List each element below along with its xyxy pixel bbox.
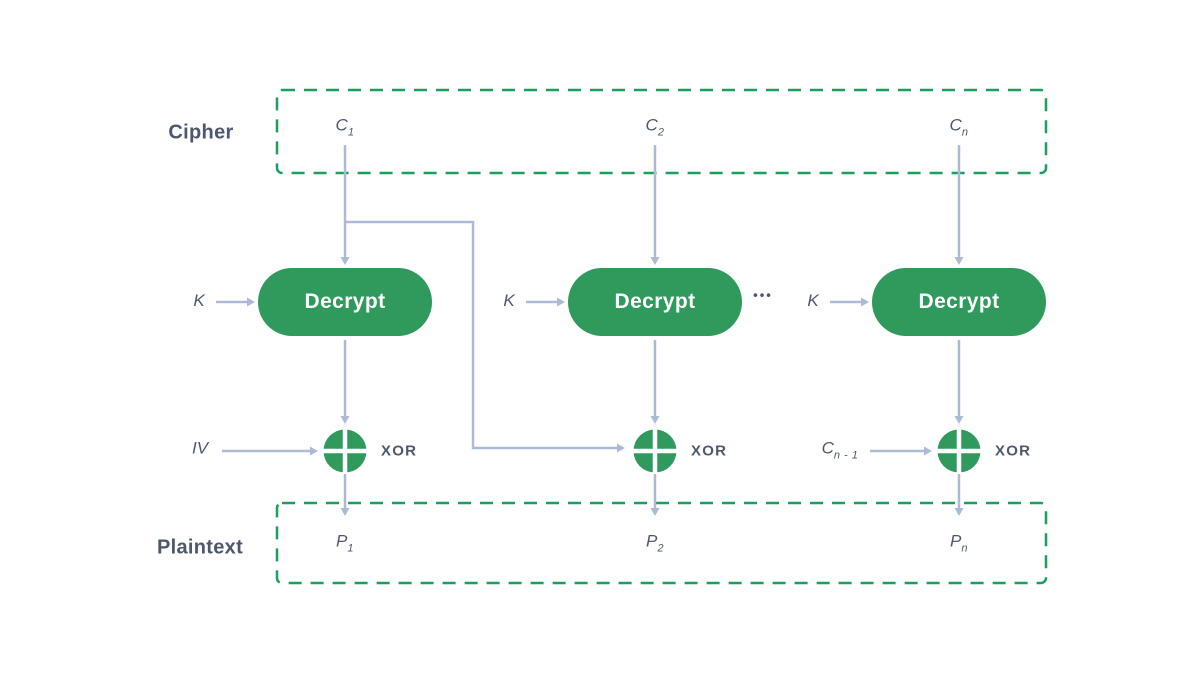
iv-label: IV [191, 438, 209, 458]
decrypt-block: Decrypt [568, 268, 742, 336]
xor-icon [936, 428, 982, 474]
key-label: K [807, 291, 819, 310]
decrypt-block: Decrypt [258, 268, 432, 336]
plaintext-block-label: P1 [336, 531, 354, 555]
xor-label: XOR [995, 442, 1032, 460]
plaintext-region [275, 501, 1048, 585]
plaintext-block-label: P2 [646, 531, 664, 555]
ciphertext-block-label: C2 [645, 115, 665, 139]
ellipsis: ••• [753, 287, 773, 303]
xor-icon [632, 428, 678, 474]
key-label: K [503, 291, 515, 310]
xor-label: XOR [691, 442, 728, 460]
plaintext-block-label: Pn [950, 531, 968, 555]
cipher-region [275, 88, 1048, 175]
ciphertext-block-label: Cn [949, 115, 969, 139]
arrow-c1-chain-xor2 [345, 220, 625, 453]
cipher-row-label: Cipher [168, 121, 234, 144]
key-label: K [193, 291, 205, 310]
xor-label: XOR [381, 442, 418, 460]
plaintext-row-label: Plaintext [156, 536, 244, 559]
xor-icon [322, 428, 368, 474]
ciphertext-block-label: C1 [335, 115, 355, 139]
prev-cipher-label: Cn - 1 [821, 438, 859, 462]
decrypt-block: Decrypt [872, 268, 1046, 336]
